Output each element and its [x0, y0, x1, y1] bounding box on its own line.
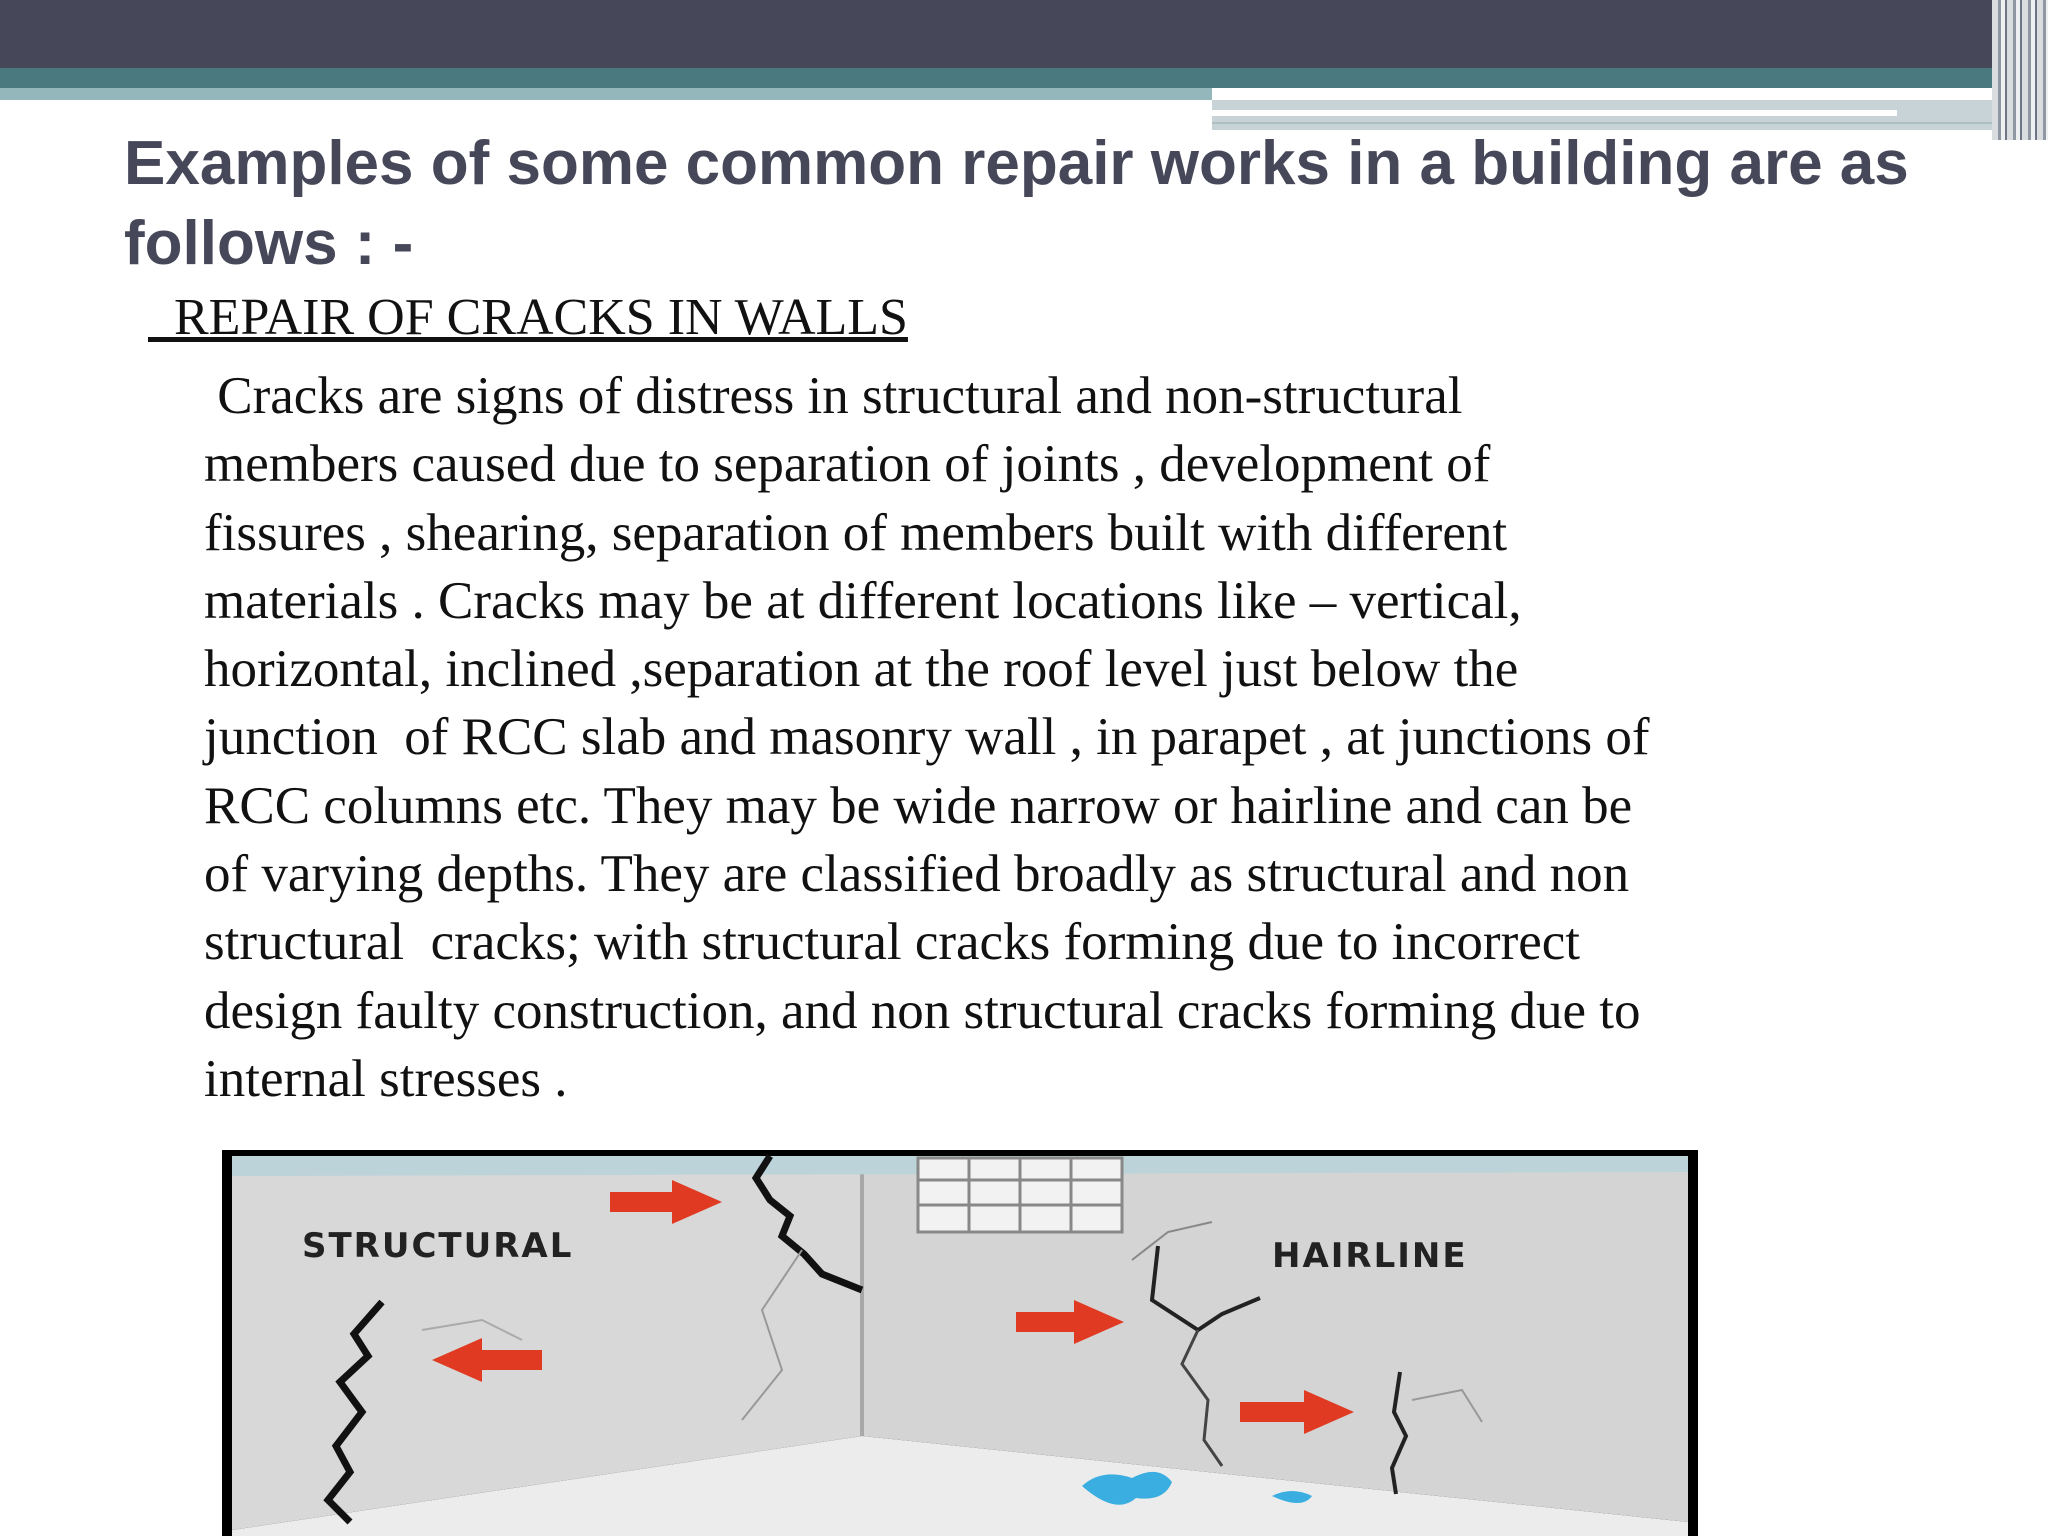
hairline-crack: [1180, 1329, 1224, 1467]
section-heading: REPAIR OF CRACKS IN WALLS: [148, 289, 908, 346]
window-icon: [916, 1156, 1124, 1234]
slide-title: Examples of some common repair works in …: [124, 129, 1909, 278]
wall-cracks-illustration: STRUCTURAL HAIRLINE: [222, 1150, 1698, 1536]
body-line: of varying depths. They are classified b…: [204, 845, 1630, 904]
room-corner-drawing: [232, 1154, 1688, 1536]
header-band-light: [0, 88, 1212, 100]
body-line: internal stresses .: [204, 1049, 568, 1108]
body-line: junction of RCC slab and masonry wall , …: [204, 708, 1650, 767]
arrow-icon: [1240, 1390, 1354, 1434]
header-stripes: [1992, 0, 2048, 140]
label-hairline: HAIRLINE: [1272, 1236, 1468, 1276]
minor-crack: [421, 1318, 523, 1341]
label-structural: STRUCTURAL: [302, 1226, 574, 1266]
body-line: materials . Cracks may be at different l…: [204, 571, 1522, 630]
left-wall: [232, 1164, 862, 1530]
header-accent-line: [1212, 110, 1897, 116]
body-paragraph: Cracks are signs of distress in structur…: [204, 362, 1944, 1113]
body-line: structural cracks; with structural crack…: [204, 913, 1581, 972]
arrow-icon: [610, 1180, 722, 1224]
body-line: design faulty construction, and non stru…: [204, 981, 1641, 1040]
body-line: horizontal, inclined ,separation at the …: [204, 640, 1519, 699]
right-wall: [862, 1164, 1688, 1522]
minor-crack: [1411, 1388, 1483, 1423]
water-puddle: [1082, 1471, 1172, 1505]
minor-crack: [741, 1249, 803, 1421]
minor-crack: [1131, 1221, 1213, 1261]
body-line: Cracks are signs of distress in structur…: [204, 367, 1463, 425]
body-line: members caused due to separation of join…: [204, 435, 1491, 494]
structural-crack-left: [323, 1299, 385, 1525]
body-line: fissures , shearing, separation of membe…: [204, 503, 1508, 562]
header-band-dark: [0, 0, 2048, 68]
header-accent-line-thin: [1212, 122, 2012, 124]
header-band-teal: [0, 68, 2000, 88]
body-line: RCC columns etc. They may be wide narrow…: [204, 776, 1633, 835]
floor: [232, 1436, 1688, 1536]
structural-crack-upper: [751, 1154, 864, 1294]
arrow-icon: [432, 1338, 542, 1382]
arrow-icon: [1016, 1300, 1124, 1344]
water-puddle: [1272, 1491, 1312, 1503]
hairline-crack: [1389, 1371, 1409, 1495]
